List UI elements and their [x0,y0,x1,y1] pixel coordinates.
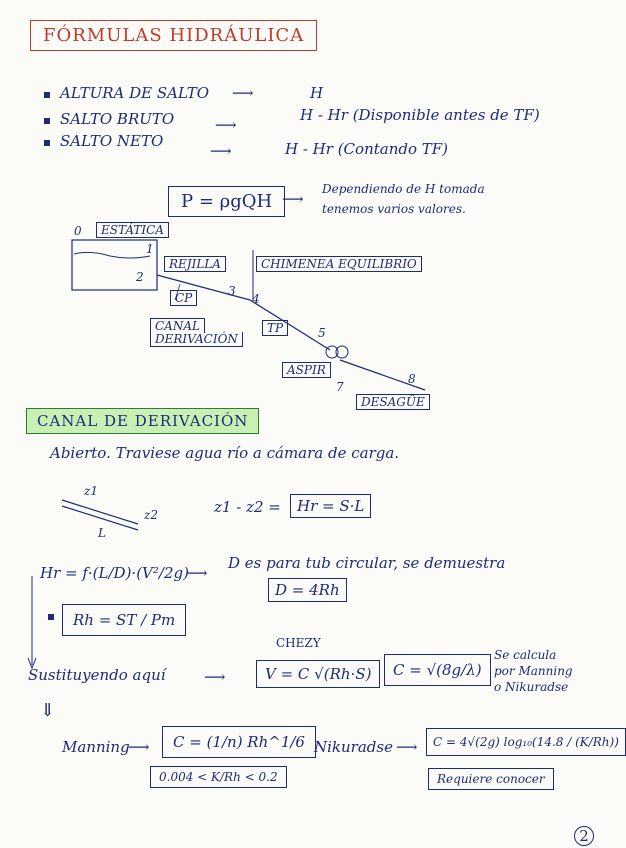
node-label: 0 [74,224,82,238]
chezy-box-2: C = √(8g/λ) [384,654,491,686]
slope-eq-left: z1 - z2 = [214,498,281,516]
slope-eq-box: Hr = S·L [290,494,372,518]
down-arrow-icon: ⇓ [40,700,56,721]
darcy-eq: Hr = f·(L/D)·(V²/2g) [40,564,189,582]
z2-label: z2 [144,508,158,522]
arrow-icon: ⟶ [186,564,208,582]
node-label: 2 [136,270,144,284]
estatica-label: ESTÁTICA [96,222,169,238]
page-title: FÓRMULAS HIDRÁULICA [30,20,318,51]
power-formula: P = ρgQH [168,186,286,217]
darcy-box: D = 4Rh [268,578,347,602]
arrow-icon: ⟶ [215,116,237,134]
darcy-note: D es para tub circular, se demuestra [228,554,506,572]
node-label: 1 [146,242,154,256]
rh-box: Rh = ST / Pm [62,604,187,636]
arrow-icon: ⟶ [232,84,254,102]
power-note-1: Dependiendo de H tomada [322,182,485,196]
hydro-scheme-diagram [27,239,426,670]
page-number: 2 [574,826,594,846]
nikuradse-note: Requiere conocer [428,768,554,790]
chezy-note-1: Se calcula [494,648,557,662]
bullet-icon [48,614,54,620]
cp-label: CP [170,290,198,306]
arrow-icon: ⟶ [204,668,226,686]
chezy-box-1: V = C √(Rh·S) [256,660,381,688]
chezy-note-2: por Manning [494,664,573,678]
node-label: 3 [228,284,236,298]
def-label: SALTO BRUTO [60,110,175,128]
rejilla-label: REJILLA [164,256,226,272]
power-note-2: tenemos varios valores. [322,202,466,216]
node-label: 8 [408,372,416,386]
chimenea-label: CHIMENEA EQUILIBRIO [256,256,422,272]
chezy-label: CHEZY [276,636,321,650]
canal-label-1: CANAL [150,318,205,333]
def-value: H [310,84,324,102]
z1-label: z1 [84,484,98,498]
bullet-icon [44,92,50,98]
def-value: H - Hr (Disponible antes de TF) [300,106,540,124]
manning-box: C = (1/n) Rh^1/6 [162,726,316,758]
nikuradse-label: Nikuradse [314,738,393,756]
bullet-icon [44,140,50,146]
aspir-label: ASPIR [282,362,331,378]
def-label: SALTO NETO [60,132,164,150]
manning-label: Manning [62,738,130,756]
length-label: L [98,526,106,540]
arrow-icon: ⟶ [282,190,304,208]
def-value: H - Hr (Contando TF) [285,140,449,158]
chezy-note-3: o Nikuradse [494,680,569,694]
def-label: ALTURA DE SALTO [60,84,210,102]
desague-label: DESAGÜE [356,394,430,410]
bullet-icon [44,118,50,124]
manning-range: 0.004 < K/Rh < 0.2 [150,766,287,788]
arrow-icon: ⟶ [210,142,232,160]
nikuradse-box: C = 4√(2g) log₁₀(14.8 / (K/Rh)) [426,728,626,756]
canal-label-2: DERIVACIÓN [150,332,243,347]
tp-label: TP [262,320,289,336]
node-label: 4 [252,292,260,306]
arrow-icon: ⟶ [396,738,418,756]
node-label: 7 [336,380,344,394]
arrow-icon: ⟶ [128,738,150,756]
chezy-prefix: Sustituyendo aquí [28,666,166,684]
section-title: CANAL DE DERIVACIÓN [26,408,260,434]
node-label: 5 [318,326,326,340]
abierto-text: Abierto. Traviese agua río a cámara de c… [50,444,400,462]
